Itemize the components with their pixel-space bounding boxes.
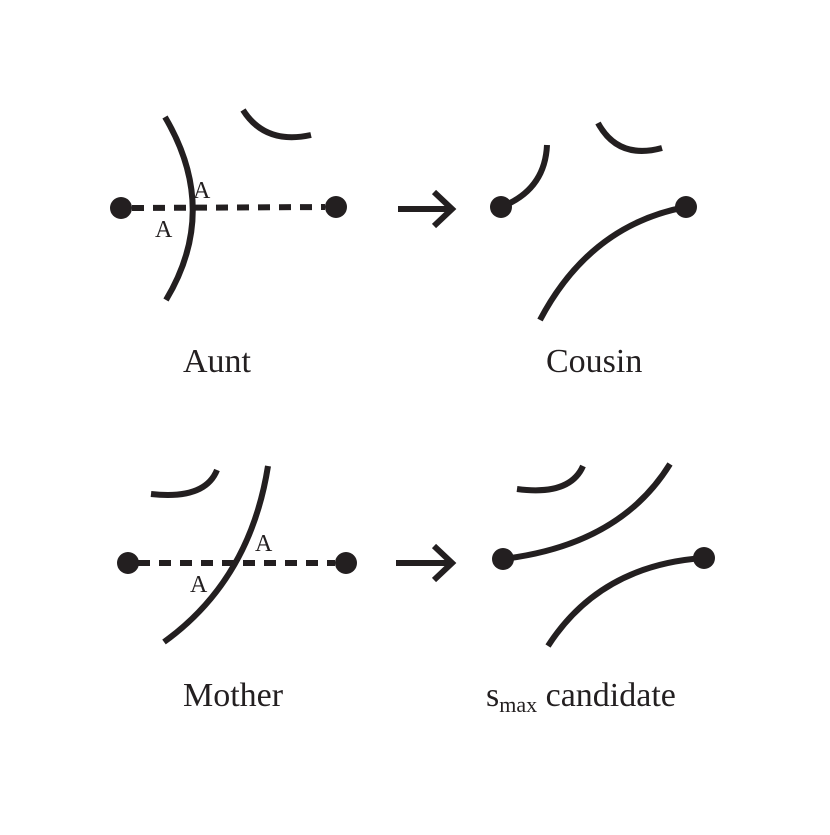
mother-right-node [335, 552, 357, 574]
right-arrow-icon [396, 543, 457, 583]
cousin-short-branch [499, 144, 550, 210]
aunt-upper-arc [240, 108, 312, 141]
cousin-right-node [675, 196, 697, 218]
mother-left-node [117, 552, 139, 574]
aunt-label-a-top: A [193, 178, 211, 204]
mother-upper-arc [150, 468, 220, 498]
smax-upper-branch [502, 462, 673, 562]
cousin-upper-arc [595, 121, 663, 154]
cousin-long-branch [537, 204, 687, 322]
right-arrow-icon [398, 189, 457, 229]
mother-crossing-curve [162, 465, 271, 645]
panel-smax-candidate: smax candidate [486, 462, 715, 717]
aunt-crossing-curve [162, 115, 196, 302]
cousin-left-node [490, 196, 512, 218]
mother-label-a-top: A [255, 531, 273, 557]
smax-caption-base: s [486, 677, 499, 714]
aunt-left-node [110, 197, 132, 219]
smax-caption: smax candidate [486, 677, 676, 717]
panel-mother: A A Mother [117, 465, 357, 714]
mother-label-a-bottom: A [190, 572, 208, 598]
aunt-right-node [325, 196, 347, 218]
smax-right-node [693, 547, 715, 569]
smax-caption-subscript: max [499, 692, 537, 717]
cousin-caption: Cousin [546, 343, 642, 380]
mother-caption: Mother [183, 677, 284, 714]
smax-caption-rest: candidate [537, 677, 676, 714]
panel-aunt: A A Aunt [110, 108, 347, 380]
aunt-label-a-bottom: A [155, 217, 173, 243]
smax-lower-branch [545, 555, 705, 648]
smax-upper-arc [516, 464, 586, 494]
aunt-caption: Aunt [183, 343, 252, 380]
panel-cousin: Cousin [490, 121, 697, 380]
aunt-dashed-bond [131, 204, 326, 211]
smax-left-node [492, 548, 514, 570]
